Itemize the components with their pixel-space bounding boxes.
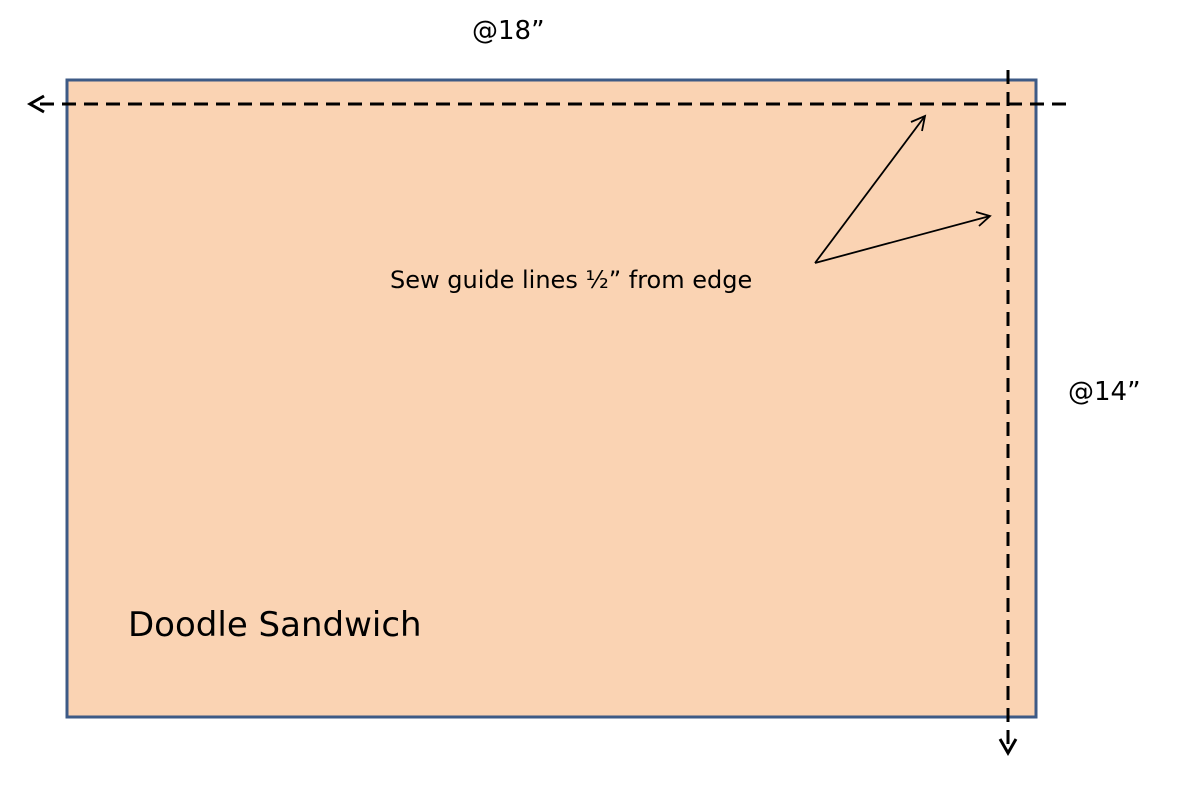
- fabric-sandwich-rect: [65, 78, 1038, 719]
- pointer-arrowhead-side-icon: [975, 211, 992, 227]
- doodle-sandwich-label: Doodle Sandwich: [128, 605, 422, 645]
- sew-guide-annotation: Sew guide lines ½” from edge: [390, 266, 753, 294]
- pointer-arrow-to-side-line: [814, 215, 991, 264]
- pointer-arrow-to-top-line: [814, 115, 926, 264]
- pointer-arrowhead-top-icon: [910, 114, 927, 132]
- left-arrowhead-icon: [26, 94, 45, 114]
- width-dimension-label: @18”: [472, 16, 545, 46]
- height-dimension-label: @14”: [1068, 377, 1141, 407]
- down-arrowhead-icon: [998, 738, 1018, 757]
